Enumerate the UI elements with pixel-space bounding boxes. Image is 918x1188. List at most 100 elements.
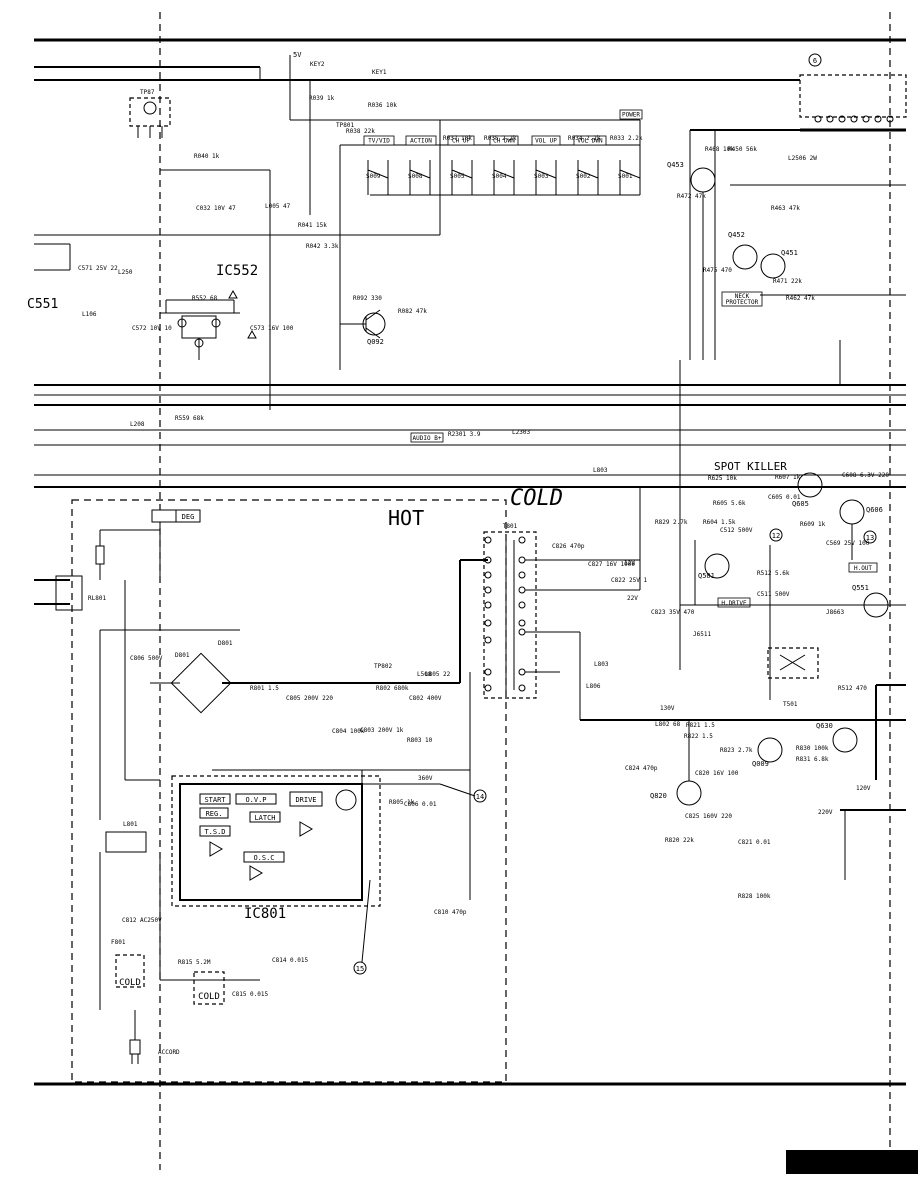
switch-s008[interactable]: ACTION S008 <box>405 135 437 195</box>
net-audio-b: AUDIO B+ <box>413 435 442 442</box>
svg-text:C032 10V 47: C032 10V 47 <box>196 205 236 212</box>
callout-12: 12 <box>772 532 780 540</box>
svg-text:C812 AC250V: C812 AC250V <box>122 917 162 924</box>
svg-text:REG.: REG. <box>206 810 223 818</box>
ic801-title: IC801 <box>244 906 286 922</box>
ac-input: RL801 <box>34 575 240 820</box>
svg-text:C804 100k: C804 100k <box>332 728 365 735</box>
switch-s005[interactable]: CH UP S005 <box>447 135 475 195</box>
misc-tags: F801 L250 L508 L803 J6511 J8663 TP801 TP… <box>111 122 844 946</box>
svg-text:C820 16V 100: C820 16V 100 <box>695 770 739 777</box>
net-12v: 12V <box>624 560 635 567</box>
svg-text:C573 16V 100: C573 16V 100 <box>250 325 294 332</box>
svg-text:R082 47k: R082 47k <box>398 308 427 315</box>
switch-label: ACTION <box>410 138 432 145</box>
ic801-block-drive: DRIVE <box>289 791 323 807</box>
l250-label: L250 <box>118 269 133 276</box>
svg-text:C512 500V: C512 500V <box>720 527 753 534</box>
svg-text:R037 10k: R037 10k <box>443 135 472 142</box>
t801: T801 <box>483 487 641 720</box>
svg-text:O.S.C: O.S.C <box>253 854 274 862</box>
net-labels: 5V KEY1 KEY2 AUDIO B+ 130V 360V 22V 12V … <box>293 51 871 816</box>
svg-text:C824 470p: C824 470p <box>625 765 658 772</box>
switch-ref: S003 <box>534 173 549 180</box>
l801-label: L801 <box>123 821 138 828</box>
svg-text:L806: L806 <box>586 683 601 690</box>
svg-text:R820 22k: R820 22k <box>665 837 694 844</box>
svg-text:C823 35V 470: C823 35V 470 <box>651 609 695 616</box>
ac-lower: L801 COLD COLD ACCORD <box>99 821 260 1064</box>
cold-title: COLD <box>510 486 563 511</box>
svg-text:R605 5.6k: R605 5.6k <box>713 500 746 507</box>
tp87-label: TP801 <box>336 122 354 129</box>
svg-text:R038 22k: R038 22k <box>346 128 375 135</box>
svg-text:C822 25V 1: C822 25V 1 <box>611 577 648 584</box>
svg-text:R036 10k: R036 10k <box>368 102 397 109</box>
ic801-block-osc: O.S.C <box>243 851 285 863</box>
l508-label: L508 <box>417 671 432 678</box>
svg-text:R468 10k: R468 10k <box>705 146 734 153</box>
callout-6: 6 <box>813 57 817 65</box>
svg-text:R803 10: R803 10 <box>407 737 433 744</box>
h-drive: Q501 12 H.DRIVE 13 H.OUT Q551 <box>680 528 906 700</box>
q451-label: Q451 <box>781 249 798 257</box>
q630-label: Q630 <box>816 722 833 730</box>
ic552-title: IC552 <box>216 263 258 279</box>
svg-text:C826 470p: C826 470p <box>552 543 585 550</box>
svg-text:R552 68: R552 68 <box>192 295 218 302</box>
deflection-transistors: Q453 Q452 Q451 NECK PROTECTOR <box>667 129 906 670</box>
f801-label: F801 <box>111 939 126 946</box>
svg-text:LATCH: LATCH <box>254 814 275 822</box>
neck-protector-label-2: PROTECTOR <box>726 299 759 306</box>
net-22v: 22V <box>627 595 638 602</box>
svg-text:C605 0.01: C605 0.01 <box>768 494 801 501</box>
component-labels: R038 22k R036 10k R037 10k R035 2.2k R03… <box>78 95 889 998</box>
q820-label: Q820 <box>650 792 667 800</box>
svg-text:L803: L803 <box>594 661 609 668</box>
svg-text:DRIVE: DRIVE <box>295 796 316 804</box>
svg-text:R822 1.5: R822 1.5 <box>684 733 713 740</box>
svg-text:R831 6.8k: R831 6.8k <box>796 756 829 763</box>
spot-killer-title: SPOT KILLER <box>714 460 787 473</box>
svg-text:R829 2.7k: R829 2.7k <box>655 519 688 526</box>
spot-killer: SPOT KILLER Q605 Q606 <box>640 460 906 560</box>
svg-text:R2301 3.9: R2301 3.9 <box>448 431 481 438</box>
ic801-block-tsd: T.S.D <box>199 825 231 837</box>
switch-s001[interactable]: POWER S001 <box>618 109 643 195</box>
net-360v: 360V <box>418 775 433 782</box>
switch-ref: S001 <box>618 173 633 180</box>
tp801-label: TP802 <box>374 663 392 670</box>
hot-region: HOT COLD DEG <box>71 486 563 1083</box>
svg-text:R462 47k: R462 47k <box>786 295 815 302</box>
t501-label: T501 <box>783 701 798 708</box>
svg-text:C608 6.3V 220: C608 6.3V 220 <box>842 472 889 479</box>
d801-label: D801 <box>175 652 190 659</box>
switch-s003[interactable]: VOL UP S003 <box>531 135 561 195</box>
switch-s009[interactable]: TV/VID S009 <box>363 135 395 195</box>
svg-text:R092 330: R092 330 <box>353 295 382 302</box>
q605-label: Q605 <box>792 500 809 508</box>
svg-text:START: START <box>204 796 226 804</box>
switch-row: TV/VID S009 ACTION S008 CH UP S005 CH DW… <box>363 109 643 195</box>
net-key1: KEY1 <box>372 69 387 76</box>
net-120v: 120V <box>856 785 871 792</box>
svg-text:C806 500V: C806 500V <box>130 655 163 662</box>
accord-label: ACCORD <box>158 1049 180 1056</box>
svg-text:R802 680k: R802 680k <box>376 685 409 692</box>
ic801-block-reg: REG. <box>199 807 229 819</box>
svg-text:R607 1k: R607 1k <box>775 474 801 481</box>
switch-s004[interactable]: CH DWN S004 <box>489 135 519 195</box>
ic801-block-ovp: O.V.P <box>235 793 277 805</box>
switch-ref: S008 <box>408 173 423 180</box>
svg-text:R805 1k: R805 1k <box>389 799 415 806</box>
ic552: IC552 C551 <box>27 263 258 360</box>
svg-text:R821 1.5: R821 1.5 <box>686 722 715 729</box>
net-130v: 130V <box>660 705 675 712</box>
svg-text:D801: D801 <box>218 640 233 647</box>
q092-label: Q092 <box>367 338 384 346</box>
switch-s002[interactable]: VOL DWN S002 <box>573 135 607 195</box>
svg-text:R815 5.2M: R815 5.2M <box>178 959 211 966</box>
q551-label: Q551 <box>852 584 869 592</box>
svg-text:R463 47k: R463 47k <box>771 205 800 212</box>
